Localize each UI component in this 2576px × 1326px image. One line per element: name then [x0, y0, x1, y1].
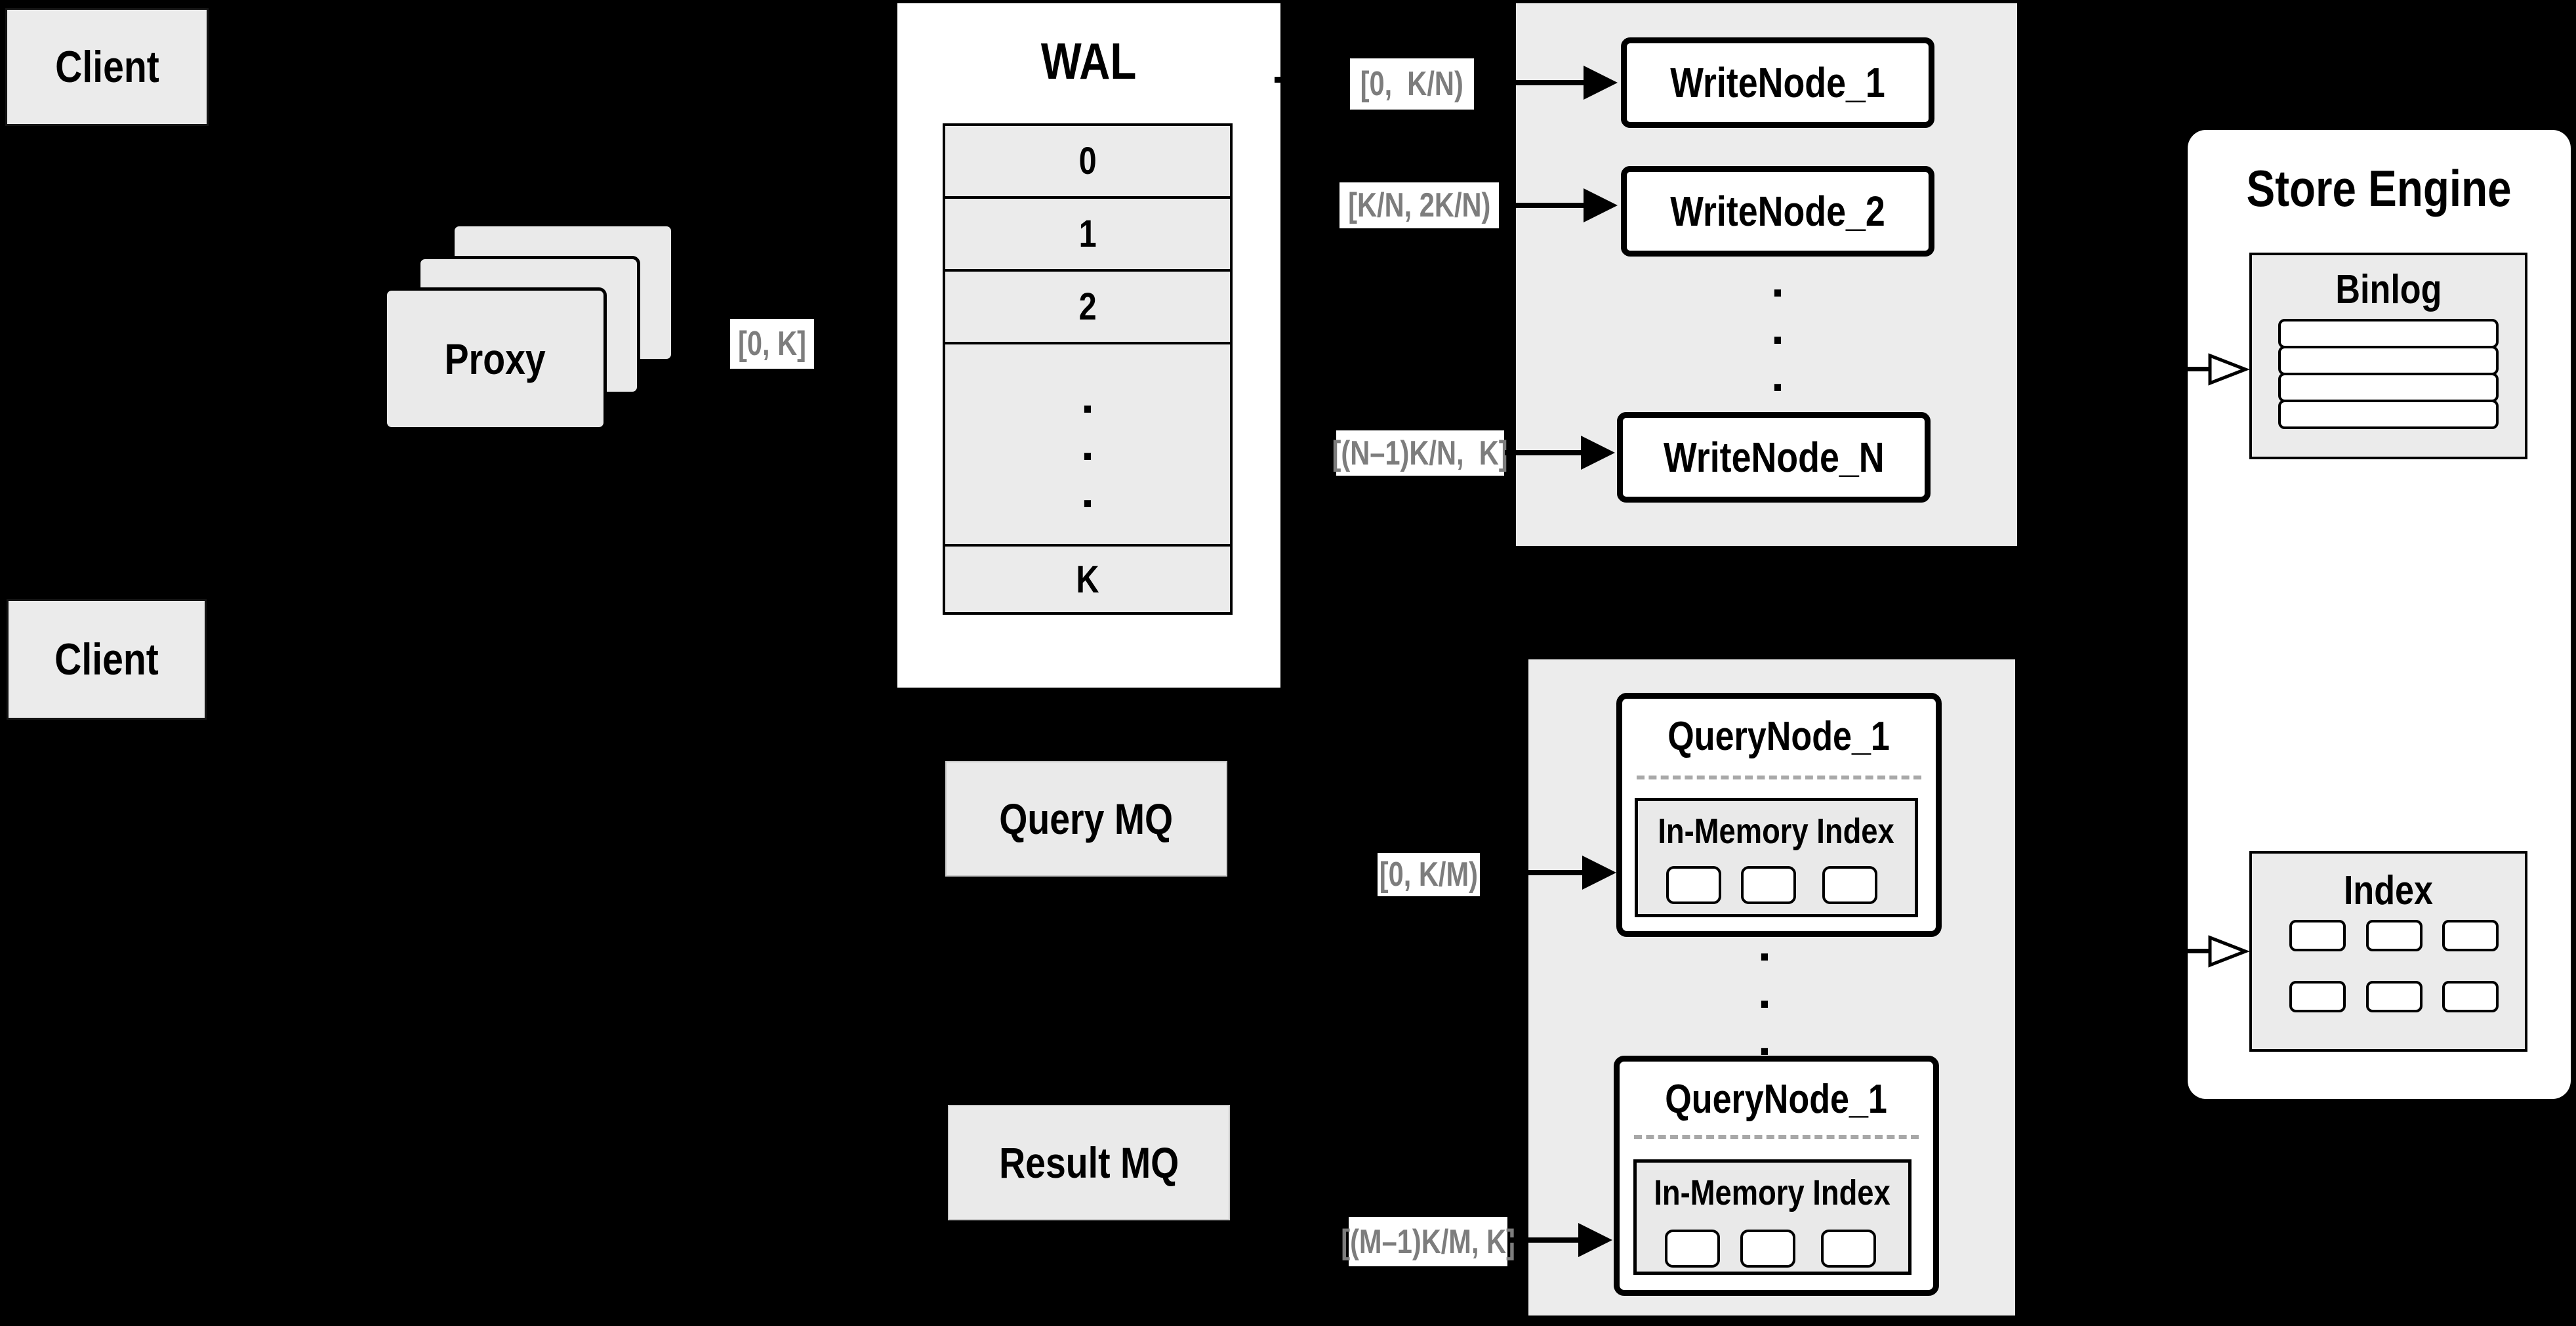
vertical-ellipsis: ... — [1770, 255, 1784, 402]
wal-row-0: 0 — [945, 126, 1230, 199]
wal-log-table: 0 1 2 ... K — [943, 123, 1233, 615]
index-segment — [1741, 866, 1796, 904]
query-node-top-title: QueryNode_1 — [1667, 713, 1891, 759]
index-segment — [1740, 1230, 1795, 1268]
index-panel: Index — [2249, 851, 2527, 1052]
index-cell — [2442, 920, 2499, 951]
arrowhead-right-icon — [1584, 66, 1618, 100]
hollow-arrowhead-icon — [2208, 935, 2250, 968]
wal-row-ellipsis: ... — [945, 344, 1230, 547]
write-node-1: WriteNode_1 — [1621, 37, 1934, 128]
arrowhead-right-icon — [1582, 856, 1616, 890]
in-memory-index-top: In-Memory Index — [1635, 798, 1918, 917]
wal-row-2: 2 — [945, 272, 1230, 344]
client-node-top: Client — [5, 8, 209, 126]
arrowhead-right-icon — [1581, 436, 1615, 470]
wal-panel: WAL 0 1 2 ... K — [897, 3, 1280, 688]
in-memory-index-bottom-label: In-Memory Index — [1654, 1173, 1891, 1212]
arrow-line — [2127, 367, 2209, 371]
wal-title: WAL — [1041, 31, 1137, 90]
range-label-write-2: [K/N, 2K/N) — [1339, 182, 1499, 228]
write-node-n: WriteNode_N — [1617, 412, 1931, 503]
store-engine-panel: Store Engine Binlog Index — [2188, 130, 2571, 1099]
binlog-row — [2278, 373, 2499, 402]
index-cell — [2442, 981, 2499, 1012]
index-cell — [2289, 920, 2346, 951]
index-cell — [2289, 981, 2346, 1012]
range-label-proxy-out: [0, K] — [730, 319, 814, 369]
wal-arrow-stub — [1275, 77, 1280, 83]
range-label-write-n: [(N–1)K/N, K] — [1332, 430, 1508, 476]
binlog-row — [2278, 319, 2499, 348]
wal-row-k: K — [1076, 558, 1099, 601]
index-segment — [1665, 1230, 1720, 1268]
hollow-arrowhead-icon — [2208, 353, 2250, 386]
wal-row-1: 1 — [945, 199, 1230, 272]
index-segment — [1821, 1230, 1876, 1268]
range-label-query-1: [0, K/M) — [1378, 853, 1480, 896]
store-engine-title: Store Engine — [2246, 159, 2512, 217]
in-memory-index-top-label: In-Memory Index — [1658, 812, 1895, 851]
client-node-bottom: Client — [7, 599, 207, 720]
binlog-title: Binlog — [2335, 266, 2442, 312]
binlog-row — [2278, 400, 2499, 429]
arrow-line — [1475, 80, 1587, 85]
proxy-card-front: Proxy — [384, 287, 607, 430]
query-mq-node: Query MQ — [945, 761, 1227, 877]
arrow-line — [1480, 870, 1585, 875]
proxy-label: Proxy — [444, 335, 546, 383]
binlog-panel: Binlog — [2249, 253, 2527, 459]
arrowhead-right-icon — [1584, 188, 1618, 222]
query-node-bottom-title: QueryNode_1 — [1665, 1076, 1888, 1122]
client-bottom-label: Client — [54, 634, 159, 684]
binlog-rows — [2252, 255, 2525, 429]
index-cell — [2366, 920, 2423, 951]
vertical-ellipsis: ... — [1757, 919, 1771, 1066]
query-node-bottom: QueryNode_1 In-Memory Index — [1614, 1056, 1939, 1296]
arrowhead-right-icon — [1578, 1223, 1612, 1257]
index-segment — [1666, 866, 1721, 904]
index-cell — [2366, 981, 2423, 1012]
arrow-line — [1500, 203, 1587, 208]
vertical-ellipsis: ... — [1080, 371, 1094, 518]
dashed-divider — [1637, 776, 1921, 779]
index-segment — [1822, 866, 1877, 904]
binlog-row — [2278, 346, 2499, 375]
dashed-divider — [1634, 1135, 1919, 1139]
write-node-2: WriteNode_2 — [1621, 166, 1934, 257]
arrow-line — [1505, 450, 1584, 455]
range-label-write-1: [0, K/N) — [1350, 58, 1474, 110]
query-node-top: QueryNode_1 In-Memory Index — [1616, 693, 1942, 937]
arrow-line — [1507, 1237, 1581, 1243]
range-label-query-m: [(M–1)K/M, K] — [1341, 1217, 1515, 1266]
result-mq-node: Result MQ — [948, 1105, 1230, 1220]
index-title: Index — [2343, 867, 2434, 913]
client-top-label: Client — [54, 42, 159, 92]
in-memory-index-bottom: In-Memory Index — [1633, 1159, 1912, 1275]
arrow-line — [2127, 949, 2209, 953]
